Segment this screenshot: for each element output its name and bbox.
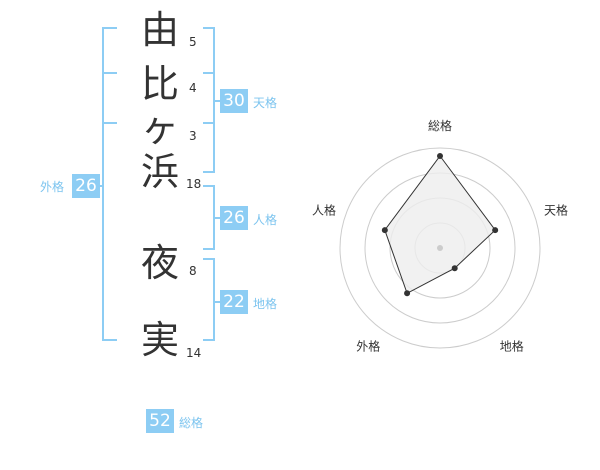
stroke-count-3: 3	[189, 129, 197, 143]
radar-point-4	[404, 290, 411, 297]
name-char-2: 比	[140, 62, 179, 106]
radar-axis-label-1: 総格	[428, 118, 452, 133]
radar-axis-label-5: 人格	[312, 202, 336, 217]
soukaku-badge: 52	[146, 409, 174, 433]
gaikaku-tick-upper	[103, 72, 117, 124]
gaikaku-badge: 26	[72, 174, 100, 198]
radar-axis-label-2: 天格	[544, 202, 568, 217]
chikaku-label: 地格	[253, 297, 278, 311]
chikaku-bracket	[203, 258, 215, 341]
stroke-count-5: 8	[189, 264, 197, 278]
name-char-3: ヶ	[140, 106, 179, 150]
radar-point-5	[381, 227, 388, 234]
radar-axis-label-3: 地格	[500, 339, 524, 354]
gaikaku-label: 外格	[40, 180, 65, 194]
tenkaku-ticks	[203, 72, 214, 124]
stroke-count-4: 18	[186, 177, 202, 191]
chikaku-badge: 22	[220, 290, 248, 314]
radar-axis-label-4: 外格	[356, 339, 380, 354]
stroke-count-2: 4	[189, 81, 197, 95]
name-char-6: 実	[140, 318, 179, 362]
name-char-4: 浜	[140, 150, 179, 194]
radar-ring	[339, 147, 541, 349]
name-char-5: 夜	[140, 241, 179, 285]
radar-point-3	[451, 265, 458, 272]
tenkaku-badge: 30	[220, 89, 248, 113]
tenkaku-label: 天格	[253, 96, 278, 110]
stroke-count-6: 14	[186, 346, 202, 360]
radar-polygon	[384, 155, 496, 295]
soukaku-label: 総格	[179, 416, 204, 430]
name-char-1: 由	[140, 8, 179, 52]
radar-point-1	[437, 153, 443, 159]
jinkaku-badge: 26	[220, 206, 248, 230]
radar-point-2	[492, 227, 499, 234]
gaikaku-bracket	[102, 27, 117, 341]
jinkaku-label: 人格	[253, 213, 278, 227]
radar-center-dot	[437, 245, 443, 251]
stroke-count-1: 5	[189, 35, 197, 49]
